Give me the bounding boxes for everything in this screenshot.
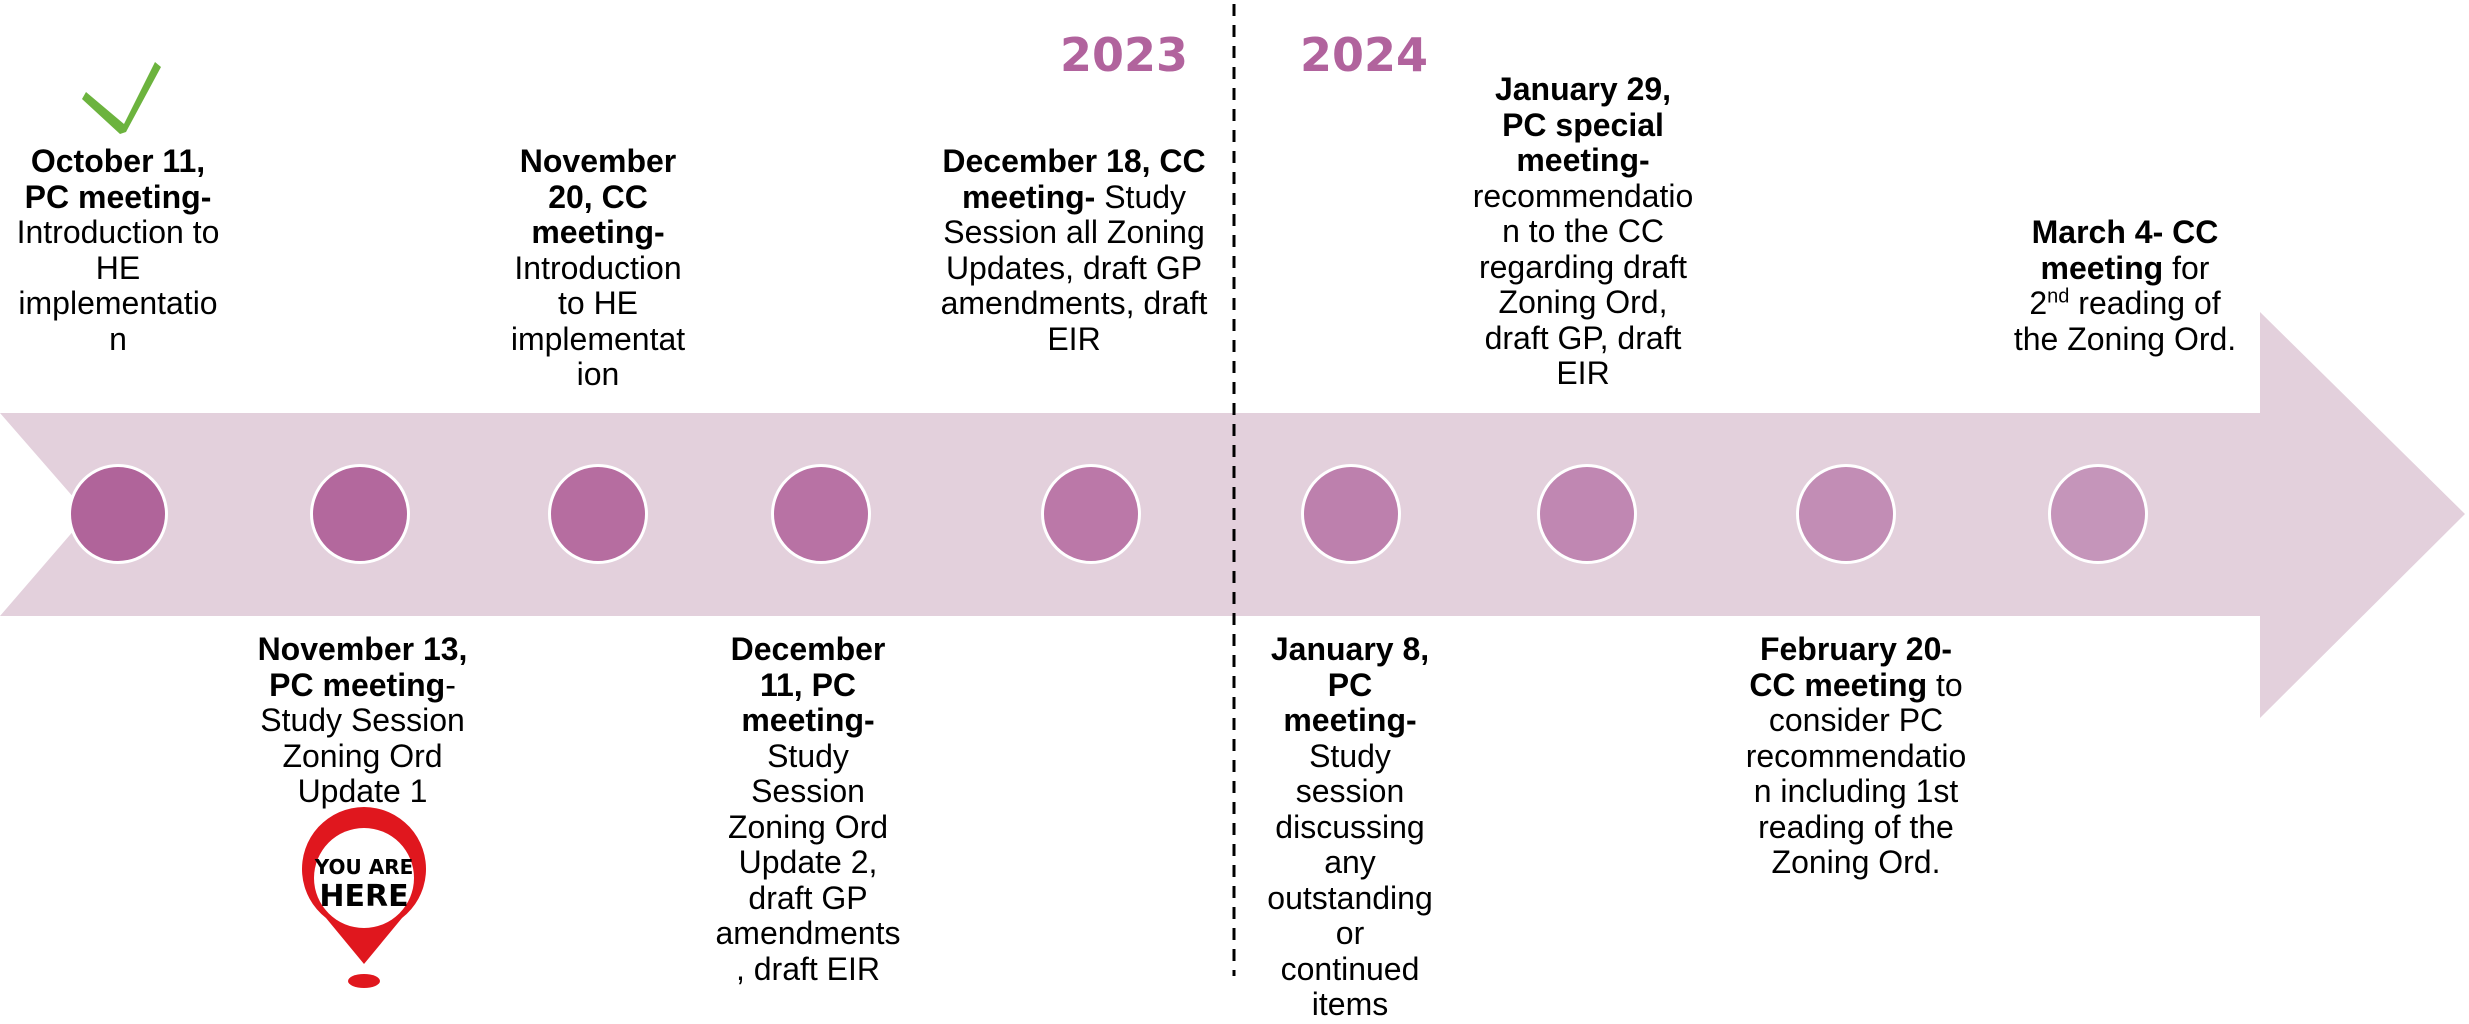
event-dec-11-description: Study Session Zoning Ord Update 2, draft…	[715, 737, 901, 987]
event-oct-11: October 11, PC meeting- Introduction to …	[12, 143, 224, 357]
event-feb-20-description: to consider PC recommendation including …	[1745, 666, 1967, 880]
event-jan-29: January 29, PC special meeting- recommen…	[1470, 71, 1696, 392]
event-jan-29-description: recommendation to the CC regarding draft…	[1472, 177, 1694, 391]
event-jan-8-description: Study session discussing any outstanding…	[1267, 737, 1433, 1022]
event-nov-13-heading: November 13, PC meeting	[257, 631, 468, 703]
event-feb-20: February 20- CC meeting to consider PC r…	[1740, 631, 1972, 881]
check-icon	[82, 62, 161, 134]
milestone-node-dec-11	[771, 464, 871, 564]
milestone-node-jan-8	[1301, 464, 1401, 564]
milestone-node-mar-4	[2048, 464, 2148, 564]
year-2023-label: 2023	[1060, 28, 1189, 82]
milestone-node-nov-20	[548, 464, 648, 564]
event-dec-11-heading: December 11, PC meeting-	[730, 631, 886, 738]
milestone-node-dec-18	[1041, 464, 1141, 564]
event-mar-4-description-line2: reading of the Zoning Ord.	[2013, 285, 2237, 357]
event-dec-11: December 11, PC meeting- Study Session Z…	[712, 631, 904, 987]
event-mar-4: March 4- CC meeting for 2nd reading of t…	[2010, 214, 2240, 357]
milestone-node-jan-29	[1537, 464, 1637, 564]
event-dec-18: December 18, CC meeting- Study Session a…	[938, 143, 1210, 357]
event-jan-8-heading: January 8, PC meeting-	[1270, 631, 1430, 738]
event-mar-4-description-line1: for	[2163, 249, 2210, 286]
event-mar-4-heading-line1: March 4- CC	[2031, 214, 2219, 250]
event-jan-29-heading: January 29, PC special meeting-	[1494, 71, 1672, 178]
event-oct-11-description: Introduction to HE implementation	[16, 214, 220, 357]
year-2024-label: 2024	[1300, 28, 1429, 82]
event-jan-8: January 8, PC meeting- Study session dis…	[1262, 631, 1438, 1023]
event-mar-4-ordinal-number: 2	[2029, 285, 2048, 321]
event-nov-13-dash: -	[445, 666, 456, 703]
event-nov-13: November 13, PC meeting- Study Session Z…	[250, 631, 475, 810]
event-mar-4-heading-line2: meeting	[2040, 249, 2164, 286]
milestone-node-oct-11	[68, 464, 168, 564]
event-nov-20-description: Introduction to HE implementation	[510, 249, 686, 392]
event-mar-4-ordinal-suffix: nd	[2047, 285, 2070, 308]
event-oct-11-heading: October 11, PC meeting-	[24, 143, 212, 215]
event-dec-18-heading: December 18, CC meeting-	[942, 143, 1206, 215]
pin-text-line2: HERE	[319, 879, 408, 914]
milestone-node-feb-20	[1796, 464, 1896, 564]
location-pin-icon: YOU ARE HERE	[302, 807, 427, 988]
event-nov-20-heading: November 20, CC meeting-	[519, 143, 677, 250]
event-feb-20-heading: February 20- CC meeting	[1749, 631, 1953, 703]
event-nov-13-description: Study Session Zoning Ord Update 1	[260, 702, 465, 809]
event-nov-20: November 20, CC meeting- Introduction to…	[508, 143, 688, 393]
milestone-node-nov-13	[310, 464, 410, 564]
pin-text-line1: YOU ARE	[314, 855, 414, 879]
event-dec-18-description: Study Session all Zoning Updates, draft …	[940, 178, 1208, 357]
